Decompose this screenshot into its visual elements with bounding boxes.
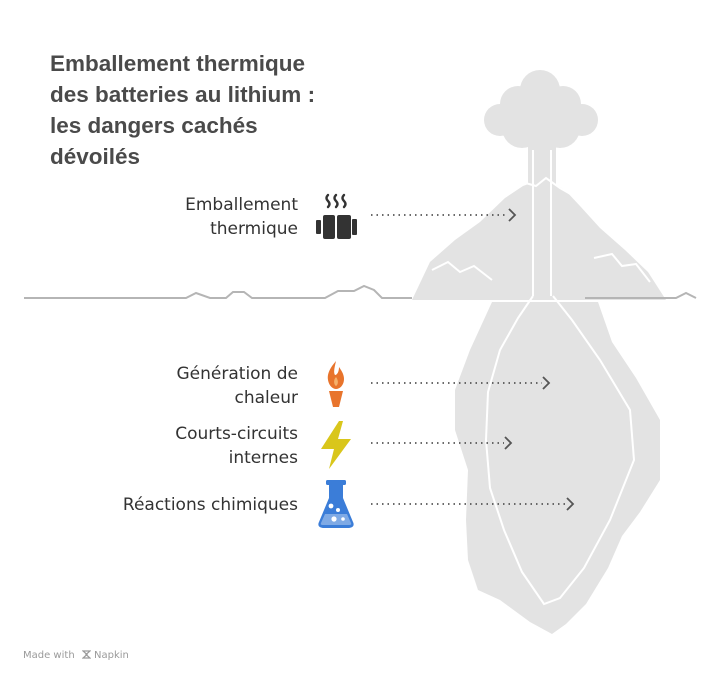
torch-flame-icon [327, 361, 344, 407]
ground-line [24, 284, 412, 299]
volcano-rim-lines [431, 150, 651, 290]
flask-icon [318, 480, 354, 528]
label-line: thermique [210, 219, 298, 239]
label-line: internes [228, 448, 298, 468]
leader-arrow-2 [371, 376, 551, 390]
label-line: Réactions chimiques [122, 495, 298, 515]
label-line: Emballement [185, 195, 298, 215]
lightning-icon [321, 421, 351, 469]
label-courts-circuits: Courts-circuits internes [175, 422, 298, 470]
page-title: Emballement thermique des batteries au l… [50, 48, 350, 172]
label-line: Courts-circuits [175, 424, 298, 444]
label-emballement-thermique: Emballement thermique [185, 193, 298, 241]
label-generation-chaleur: Génération de chaleur [177, 362, 299, 410]
footer-credit: Made with Napkin [23, 650, 129, 661]
label-line: Génération de [176, 364, 299, 384]
smoke-cloud [484, 70, 598, 185]
title-line: des batteries au lithium : [50, 82, 316, 107]
title-line: dévoilés [50, 144, 141, 169]
footer-brand: Napkin [94, 650, 129, 661]
footer-prefix: Made with [23, 650, 75, 661]
underground-mass [455, 302, 660, 634]
leader-arrow-1 [371, 208, 517, 222]
napkin-logo-icon [81, 650, 92, 661]
label-reactions-chimiques: Réactions chimiques [123, 493, 298, 517]
title-line: les dangers cachés [50, 113, 258, 138]
label-line: chaleur [234, 388, 298, 408]
volcano-mountain [412, 178, 666, 300]
leader-arrow-4 [371, 497, 575, 511]
leader-arrow-3 [371, 436, 513, 450]
title-line: Emballement thermique [50, 51, 306, 76]
hot-battery-icon [316, 193, 357, 239]
